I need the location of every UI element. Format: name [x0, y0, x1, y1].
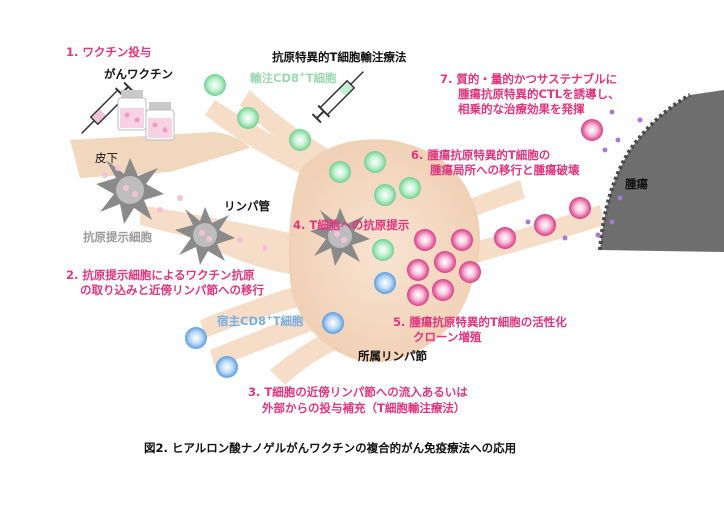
host-tcell — [185, 327, 207, 349]
activated-tcell — [459, 261, 481, 283]
activated-tcell — [407, 259, 429, 281]
step6-label-line1: 6. 腫瘍抗原特異的T細胞の — [411, 148, 551, 162]
activated-tcell — [407, 284, 429, 306]
cytotoxic-granules — [525, 109, 643, 241]
host-tcell — [322, 312, 344, 334]
activated-tcell — [434, 251, 456, 273]
step2-label-line2: の取り込みと近傍リンパ節への移行 — [80, 283, 264, 297]
activated-tcell — [534, 214, 556, 236]
activated-tcell — [494, 227, 516, 249]
vaccine-label: がんワクチン — [104, 67, 173, 81]
step4-label: 4. T細胞への抗原提示 — [293, 218, 410, 232]
step7-label-line2: 腫瘍抗原特異的CTLを誘導し、 — [458, 87, 620, 101]
infused-tcell — [399, 177, 421, 199]
infused-tcell — [374, 184, 396, 206]
step5-label-line1: 5. 腫瘍抗原特異的T細胞の活性化 — [393, 315, 567, 329]
tumor-mass — [600, 90, 724, 252]
host-tcells — [185, 272, 396, 378]
vaccine-particles — [102, 165, 268, 251]
therapy-title: 抗原特異的T細胞輸注療法 — [272, 50, 407, 64]
infused-tcell — [372, 239, 394, 261]
step3-label-line2: 外部からの投与補充（T細胞輸注療法） — [262, 401, 466, 415]
vaccine-vial-icon — [117, 90, 175, 141]
activated-tcells — [407, 119, 603, 306]
tumor-label: 腫瘍 — [625, 177, 648, 191]
apc-cell-1 — [96, 158, 164, 224]
apc-label: 抗原提示細胞 — [83, 230, 152, 244]
infused-cd8-label: 輸注CD8+T細胞 — [250, 70, 337, 85]
step5-label-line2: クローン増殖 — [413, 330, 482, 344]
infused-tcell — [364, 151, 386, 173]
syringe-tcell-icon — [311, 71, 364, 124]
apc-cell-2 — [175, 207, 235, 265]
lymph-vessel-label: リンパ管 — [224, 199, 270, 213]
step3-label-line1: 3. T細胞の近傍リンパ節への流入あるいは — [248, 385, 468, 399]
step2-label-line1: 2. 抗原提示細胞によるワクチン抗原 — [66, 268, 255, 282]
step1-label: 1. ワクチン投与 — [66, 45, 152, 59]
figure-caption: 図2. ヒアルロン酸ナノゲルがんワクチンの複合的がん免疫療法への応用 — [144, 441, 517, 455]
activated-tcell — [581, 119, 603, 141]
skin-layer — [70, 132, 250, 178]
skin-label: 皮下 — [95, 151, 118, 165]
host-tcell — [374, 272, 396, 294]
activated-tcell — [451, 229, 473, 251]
activated-tcell — [569, 197, 591, 219]
host-tcell — [216, 356, 238, 378]
activated-tcell — [432, 279, 454, 301]
infused-tcell — [289, 129, 311, 151]
activated-tcell — [414, 229, 436, 251]
lymph-node-label: 所属リンパ節 — [358, 349, 427, 363]
step6-label-line2: 腫瘍局所への移行と腫瘍破壊 — [430, 163, 580, 177]
step7-label-line3: 相乗的な治療効果を発揮 — [458, 102, 585, 116]
host-cd8-label: 宿主CD8+T細胞 — [217, 313, 304, 328]
infused-tcell — [329, 161, 351, 183]
infused-tcell — [204, 74, 226, 96]
apc-cell-3 — [310, 208, 370, 266]
infused-tcells — [204, 74, 421, 261]
infused-tcell — [237, 107, 259, 129]
step7-label-line1: 7. 質的・量的かつサステナブルに — [440, 72, 618, 86]
